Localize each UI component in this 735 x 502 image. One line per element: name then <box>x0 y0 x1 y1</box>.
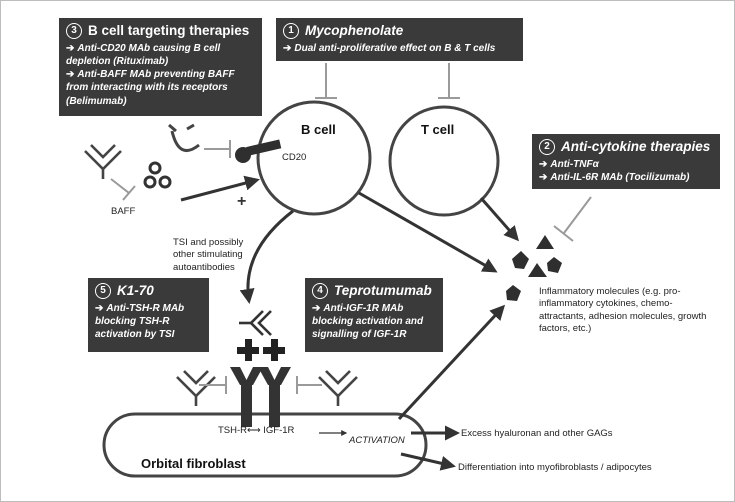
receptor-plus-signs <box>237 339 285 361</box>
therapy-title-k1-70: K1-70 <box>117 283 154 298</box>
therapy-number-5: 5 <box>95 282 111 299</box>
inflammatory-molecules <box>506 235 562 301</box>
anti-cytokine-inhibitor <box>553 196 592 242</box>
therapy-item: ➔Anti-TSH-R MAb blocking TSH-R activatio… <box>95 302 185 341</box>
therapy-number-1: 1 <box>283 22 299 39</box>
therapy-box-teprotumumab: 4 Teprotumumab ➔Anti-IGF-1R MAb blocking … <box>305 278 443 352</box>
differentiation-arrow <box>400 452 456 471</box>
baff-arrow <box>180 175 260 202</box>
anti-baff-antibody <box>84 144 122 179</box>
anti-cd20-inhibitor <box>204 140 231 158</box>
therapy-box-anti-cytokine: 2 Anti-cytokine therapies ➔Anti-TNFα ➔Ant… <box>532 134 720 189</box>
orbital-fibroblast-shape <box>102 412 428 478</box>
therapy-item: ➔Dual anti-proliferative effect on B & T… <box>283 42 496 54</box>
b-cell-shape <box>256 100 372 216</box>
baff-plus: + <box>237 193 246 210</box>
activation-label: ACTIVATION <box>349 435 405 446</box>
therapy-item: ➔Anti-TNFα <box>539 158 599 170</box>
therapy-box-b-cell: 3 B cell targeting therapies ➔Anti-CD20 M… <box>59 18 262 116</box>
tshr-igf1r-label: TSH-R⟷ IGF-1R <box>218 425 295 436</box>
mycophenolate-inhibitor-b <box>315 63 337 99</box>
baff-label: BAFF <box>111 206 136 217</box>
cd20-label: CD20 <box>282 152 307 163</box>
therapy-title-teprotumumab: Teprotumumab <box>334 283 432 298</box>
t-cell-label: T cell <box>421 122 455 137</box>
therapy-item: ➔Anti-IGF-1R MAb blocking activation and… <box>312 302 424 341</box>
anti-cd20-antibody <box>168 123 200 153</box>
tsh-r-stem <box>241 405 252 427</box>
therapy-number-3: 3 <box>66 22 82 39</box>
therapy-number-4: 4 <box>312 282 328 299</box>
orbital-fibroblast-label: Orbital fibroblast <box>141 456 246 471</box>
cd20-receptor <box>235 139 282 163</box>
mycophenolate-inhibitor-t <box>438 63 460 99</box>
baff-molecules <box>143 161 172 189</box>
b-cell-label: B cell <box>301 122 336 137</box>
therapy-box-mycophenolate: 1 Mycophenolate ➔Dual anti-proliferative … <box>276 18 523 61</box>
tsi-label: TSI and possibly other stimulating autoa… <box>173 237 244 273</box>
igf-1r-stem <box>269 405 280 427</box>
b-cell-to-inflammatory-arrow <box>358 191 498 273</box>
gags-label: Excess hyaluronan and other GAGs <box>461 428 613 439</box>
inflammatory-label: Inflammatory molecules (e.g. pro-inflamm… <box>539 286 707 335</box>
therapy-item: ➔Anti-IL-6R MAb (Tocilizumab) <box>539 172 690 183</box>
therapy-title-mycophenolate: Mycophenolate <box>305 23 404 38</box>
t-cell-to-inflammatory-arrow <box>479 197 519 242</box>
teprotumumab-antibody <box>318 370 358 406</box>
therapy-box-k1-70: 5 K1-70 ➔Anti-TSH-R MAb blocking TSH-R ac… <box>88 278 209 352</box>
therapy-title-b-cell: B cell targeting therapies <box>88 23 250 38</box>
teprotumumab-inhibitor <box>296 376 322 394</box>
differentiation-label: Differentiation into myofibroblasts / ad… <box>458 462 652 473</box>
fibroblast-to-inflammatory-arrow <box>397 304 506 421</box>
therapy-number-2: 2 <box>539 138 555 155</box>
b-cell-to-tsi-arrow <box>239 209 294 304</box>
k1-70-inhibitor <box>199 376 227 394</box>
t-cell-shape <box>388 105 500 217</box>
therapy-title-anti-cytokine: Anti-cytokine therapies <box>561 139 711 154</box>
k1-70-antibody <box>176 370 216 406</box>
anti-baff-inhibitor <box>110 178 136 201</box>
therapy-item: ➔Anti-CD20 MAb causing B cell depletion … <box>66 42 221 67</box>
tsi-antibody <box>239 310 272 336</box>
therapy-item: ➔Anti-BAFF MAb preventing BAFF from inte… <box>66 69 235 107</box>
